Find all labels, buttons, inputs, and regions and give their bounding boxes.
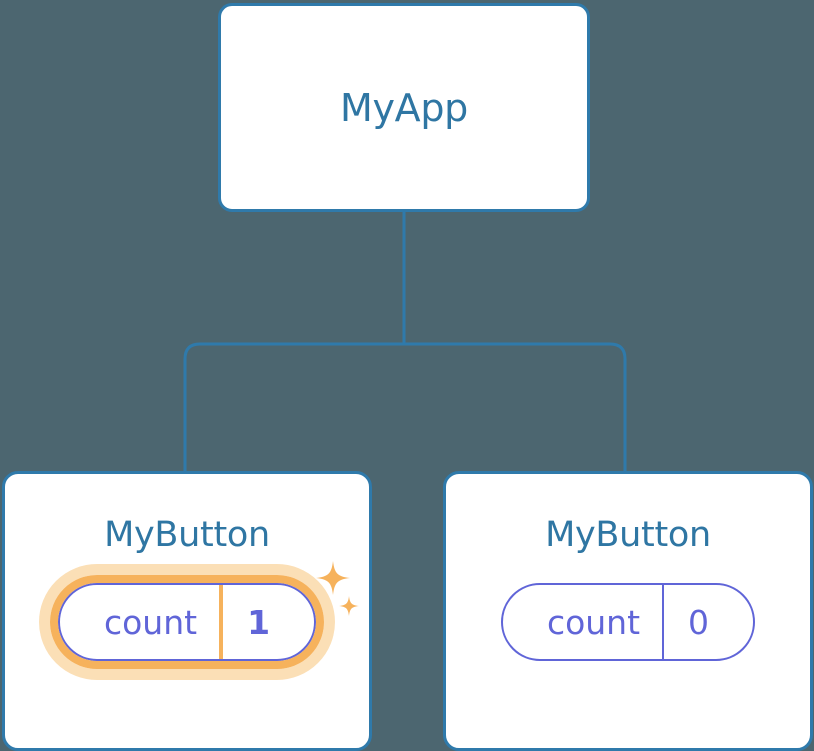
state-pill-wrapper-left: count 1: [38, 561, 360, 680]
state-pill-wrapper-right: count 0: [500, 583, 756, 661]
component-tree-diagram: MyApp MyButton count 1 MyButton count: [2, 3, 813, 751]
state-pill-count[interactable]: count 0: [500, 583, 756, 661]
state-key: count: [60, 585, 224, 659]
connector-lines: [183, 212, 627, 474]
node-title: MyButton: [104, 515, 270, 555]
state-key: count: [503, 585, 665, 659]
sparkle-icon: [316, 561, 360, 616]
node-myapp[interactable]: MyApp: [218, 3, 590, 212]
connector-branch-right: [404, 342, 627, 474]
state-value: 1: [247, 602, 271, 642]
sparkle-large-icon: [316, 561, 351, 595]
connector-branch-left: [183, 342, 404, 474]
sparkle-small-icon: [339, 596, 360, 616]
state-value: 0: [688, 602, 710, 642]
node-title: MyApp: [339, 85, 468, 130]
node-mybutton-right[interactable]: MyButton count 0: [443, 471, 813, 751]
node-mybutton-left[interactable]: MyButton count 1: [2, 471, 372, 751]
node-title: MyButton: [545, 515, 711, 555]
state-pill-count-updated[interactable]: count 1: [57, 583, 317, 661]
